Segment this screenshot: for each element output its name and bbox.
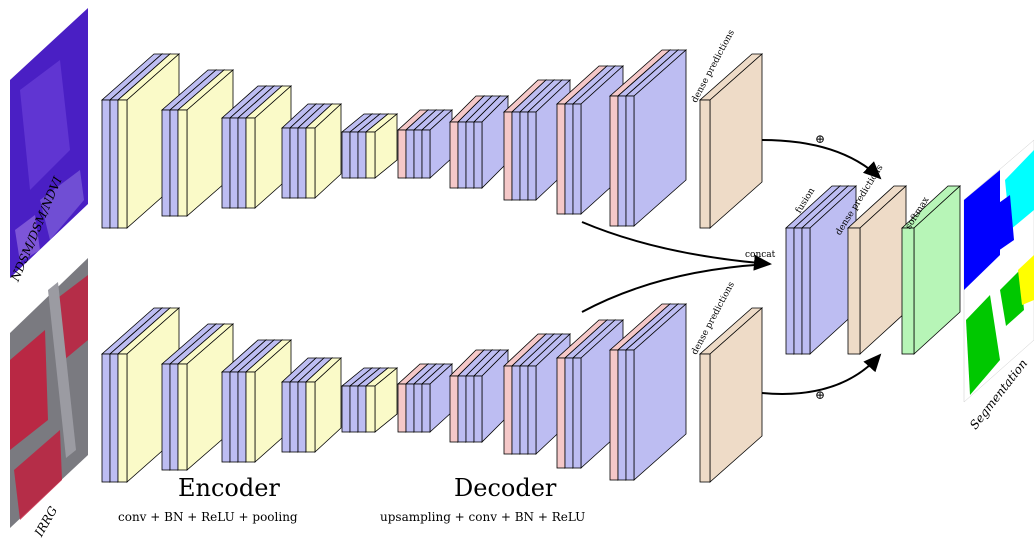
bottom-enc5-layer-3 <box>364 367 399 433</box>
top-dense-predictions <box>698 53 764 229</box>
top-enc5-layer-3 <box>364 113 399 179</box>
sum-arrow-top <box>761 139 882 180</box>
bottom-enc4-layer-3 <box>304 357 343 453</box>
top-dec2-layer-3 <box>473 95 509 189</box>
bottom-dec2-layer-3 <box>473 349 509 443</box>
softmax-layer <box>900 185 962 355</box>
input-image-irrg <box>10 258 88 528</box>
concat-arrow-top <box>581 221 772 271</box>
sum-symbol-bottom: ⊕ <box>815 388 826 402</box>
concat-label: concat <box>745 250 776 260</box>
fusion-layer-2 <box>800 185 858 355</box>
output-segmentation <box>963 139 1034 403</box>
bottom-dec1-layer-3 <box>420 363 454 433</box>
top-enc4-layer-3 <box>304 103 343 199</box>
bottom-dense-predictions <box>698 307 764 483</box>
bottom-enc2-layer-2 <box>176 323 235 471</box>
encoder-title: Encoder <box>178 474 280 502</box>
decoder-description: upsampling + conv + BN + ReLU <box>380 510 586 524</box>
decoder-title: Decoder <box>454 474 557 502</box>
bottom-dec5-layer-2 <box>624 303 688 481</box>
encoder-description: conv + BN + ReLU + pooling <box>118 510 298 524</box>
top-enc2-layer-2 <box>176 69 235 217</box>
fused-dense-predictions <box>846 185 908 355</box>
sum-arrow-bottom <box>761 353 882 395</box>
top-dec5-layer-2 <box>624 49 688 227</box>
input-image-ndsm <box>10 8 88 278</box>
top-dec1-layer-3 <box>420 109 454 179</box>
sum-symbol-top: ⊕ <box>815 132 826 146</box>
concat-arrow-bottom <box>581 263 771 313</box>
